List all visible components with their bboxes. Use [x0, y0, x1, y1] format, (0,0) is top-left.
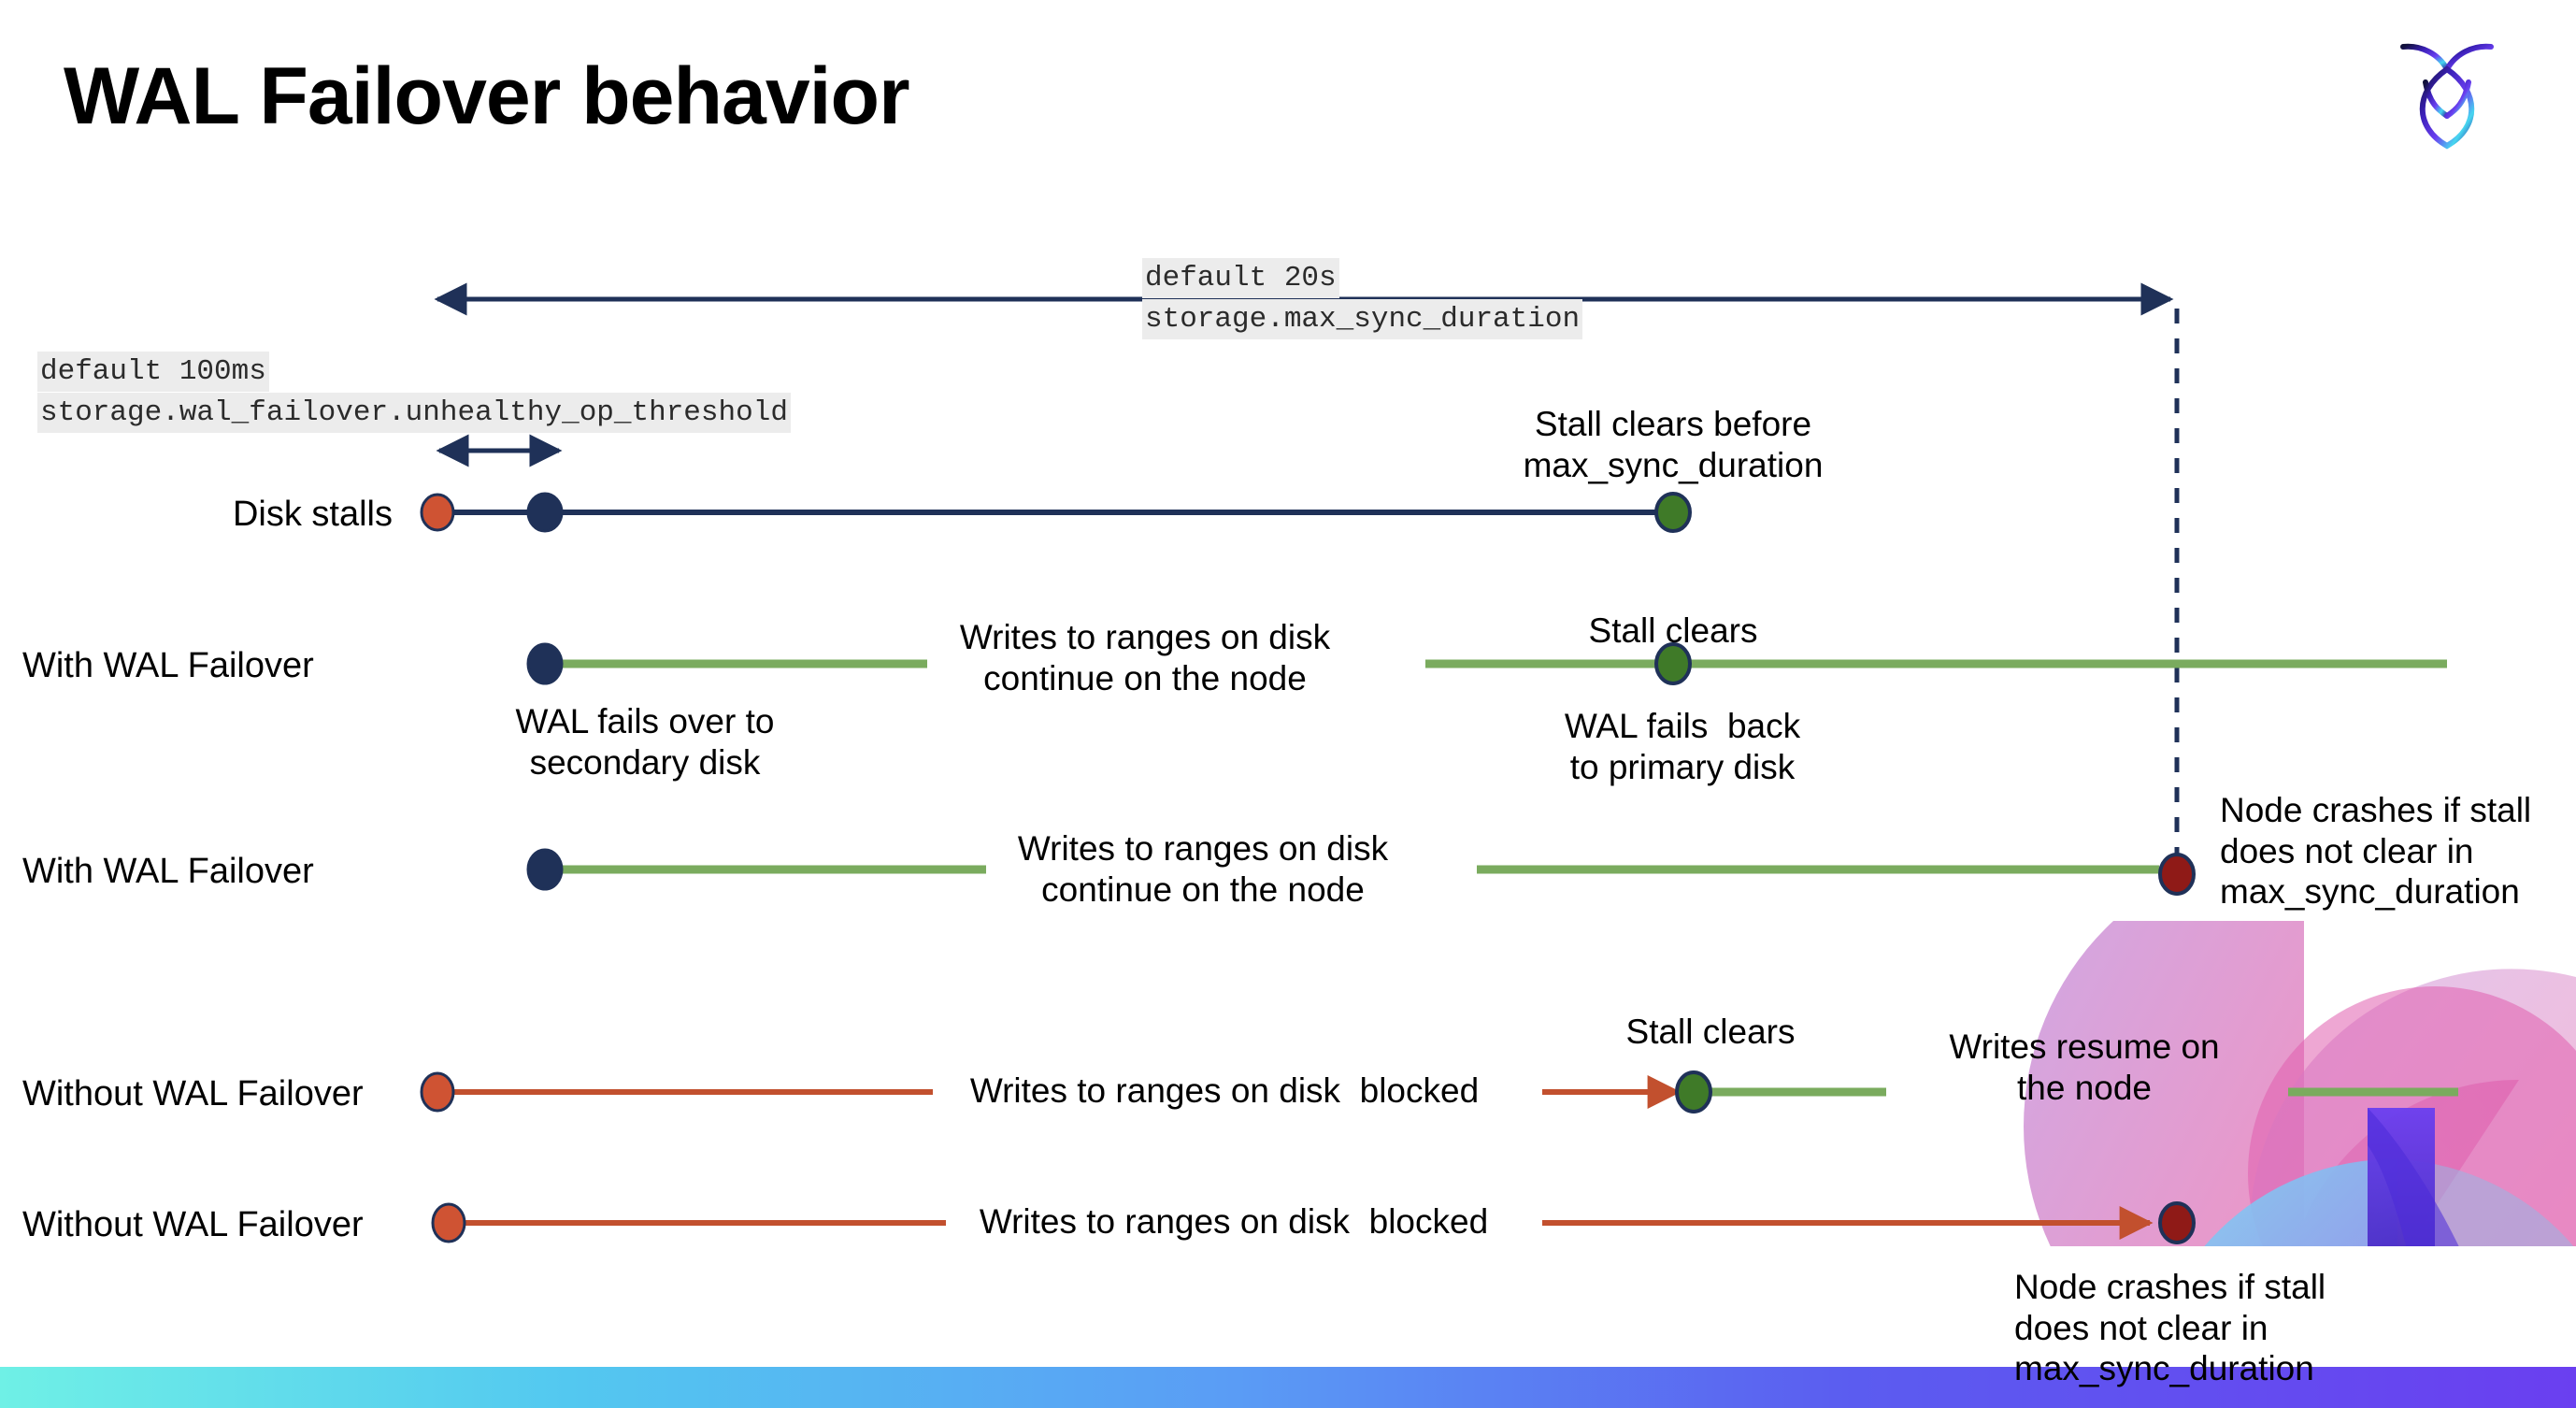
note-writes-blocked-2: Writes to ranges on disk blocked	[979, 1202, 1489, 1241]
row-label-without-wal-failover-1: Without WAL Failover	[22, 1074, 364, 1113]
with-wal-failover-2-timeline	[526, 848, 2196, 896]
max-sync-setting-chip: storage.max_sync_duration	[1142, 299, 1583, 340]
note-stall-clears-1: Stall clears	[1588, 611, 1758, 650]
with-wal-failover-1-timeline	[526, 642, 2447, 685]
note-writes-continue-1: Writes to ranges on disk continue on the…	[959, 618, 1331, 697]
stall-start-dot	[420, 493, 455, 532]
row-label-disk-stalls: Disk stalls	[232, 495, 393, 534]
note-wal-fails-over: WAL fails over to secondary disk	[515, 702, 775, 782]
disk-stalls-timeline	[420, 492, 1692, 533]
row-label-with-wal-failover-2: With WAL Failover	[22, 852, 314, 891]
row-label-with-wal-failover-1: With WAL Failover	[22, 646, 314, 685]
page-title: WAL Failover behavior	[64, 51, 910, 141]
note-node-crashes-1: Node crashes if stall does not clear in …	[2220, 791, 2532, 912]
without-wal-failover-1-timeline	[420, 1070, 2458, 1113]
decorative-mask	[1991, 1246, 2576, 1367]
failover-trigger-dot	[526, 492, 564, 533]
unhealthy-default-chip: default 100ms	[37, 352, 269, 393]
without-wal-failover-2-timeline	[431, 1201, 2196, 1244]
stall-clear-dot	[1675, 1070, 1712, 1113]
note-node-crashes-2: Node crashes if stall does not clear in …	[2014, 1268, 2326, 1388]
node-crash-dot	[2158, 853, 2196, 896]
node-crash-dot	[2158, 1201, 2196, 1244]
stall-clear-dot	[1654, 642, 1692, 685]
note-writes-continue-2: Writes to ranges on disk continue on the…	[1017, 829, 1389, 909]
bottom-gradient-bar	[0, 1367, 2576, 1408]
note-stall-clears-before: Stall clears before max_sync_duration	[1523, 405, 1824, 484]
stall-start-dot	[420, 1071, 455, 1113]
note-writes-resume: Writes resume on the node	[1949, 1027, 2220, 1107]
note-stall-clears-2: Stall clears	[1625, 1013, 1796, 1051]
failover-start-dot	[526, 848, 564, 891]
max-sync-default-chip: default 20s	[1142, 258, 1339, 299]
stall-start-dot	[431, 1202, 466, 1243]
failover-start-dot	[526, 642, 564, 685]
stall-clear-dot	[1654, 492, 1692, 533]
note-wal-fails-back: WAL fails back to primary disk	[1564, 707, 1801, 786]
cockroachdb-logo	[2397, 34, 2497, 151]
unhealthy-setting-chip: storage.wal_failover.unhealthy_op_thresh…	[37, 393, 791, 434]
note-writes-blocked-1: Writes to ranges on disk blocked	[969, 1071, 1480, 1110]
row-label-without-wal-failover-2: Without WAL Failover	[22, 1205, 364, 1244]
